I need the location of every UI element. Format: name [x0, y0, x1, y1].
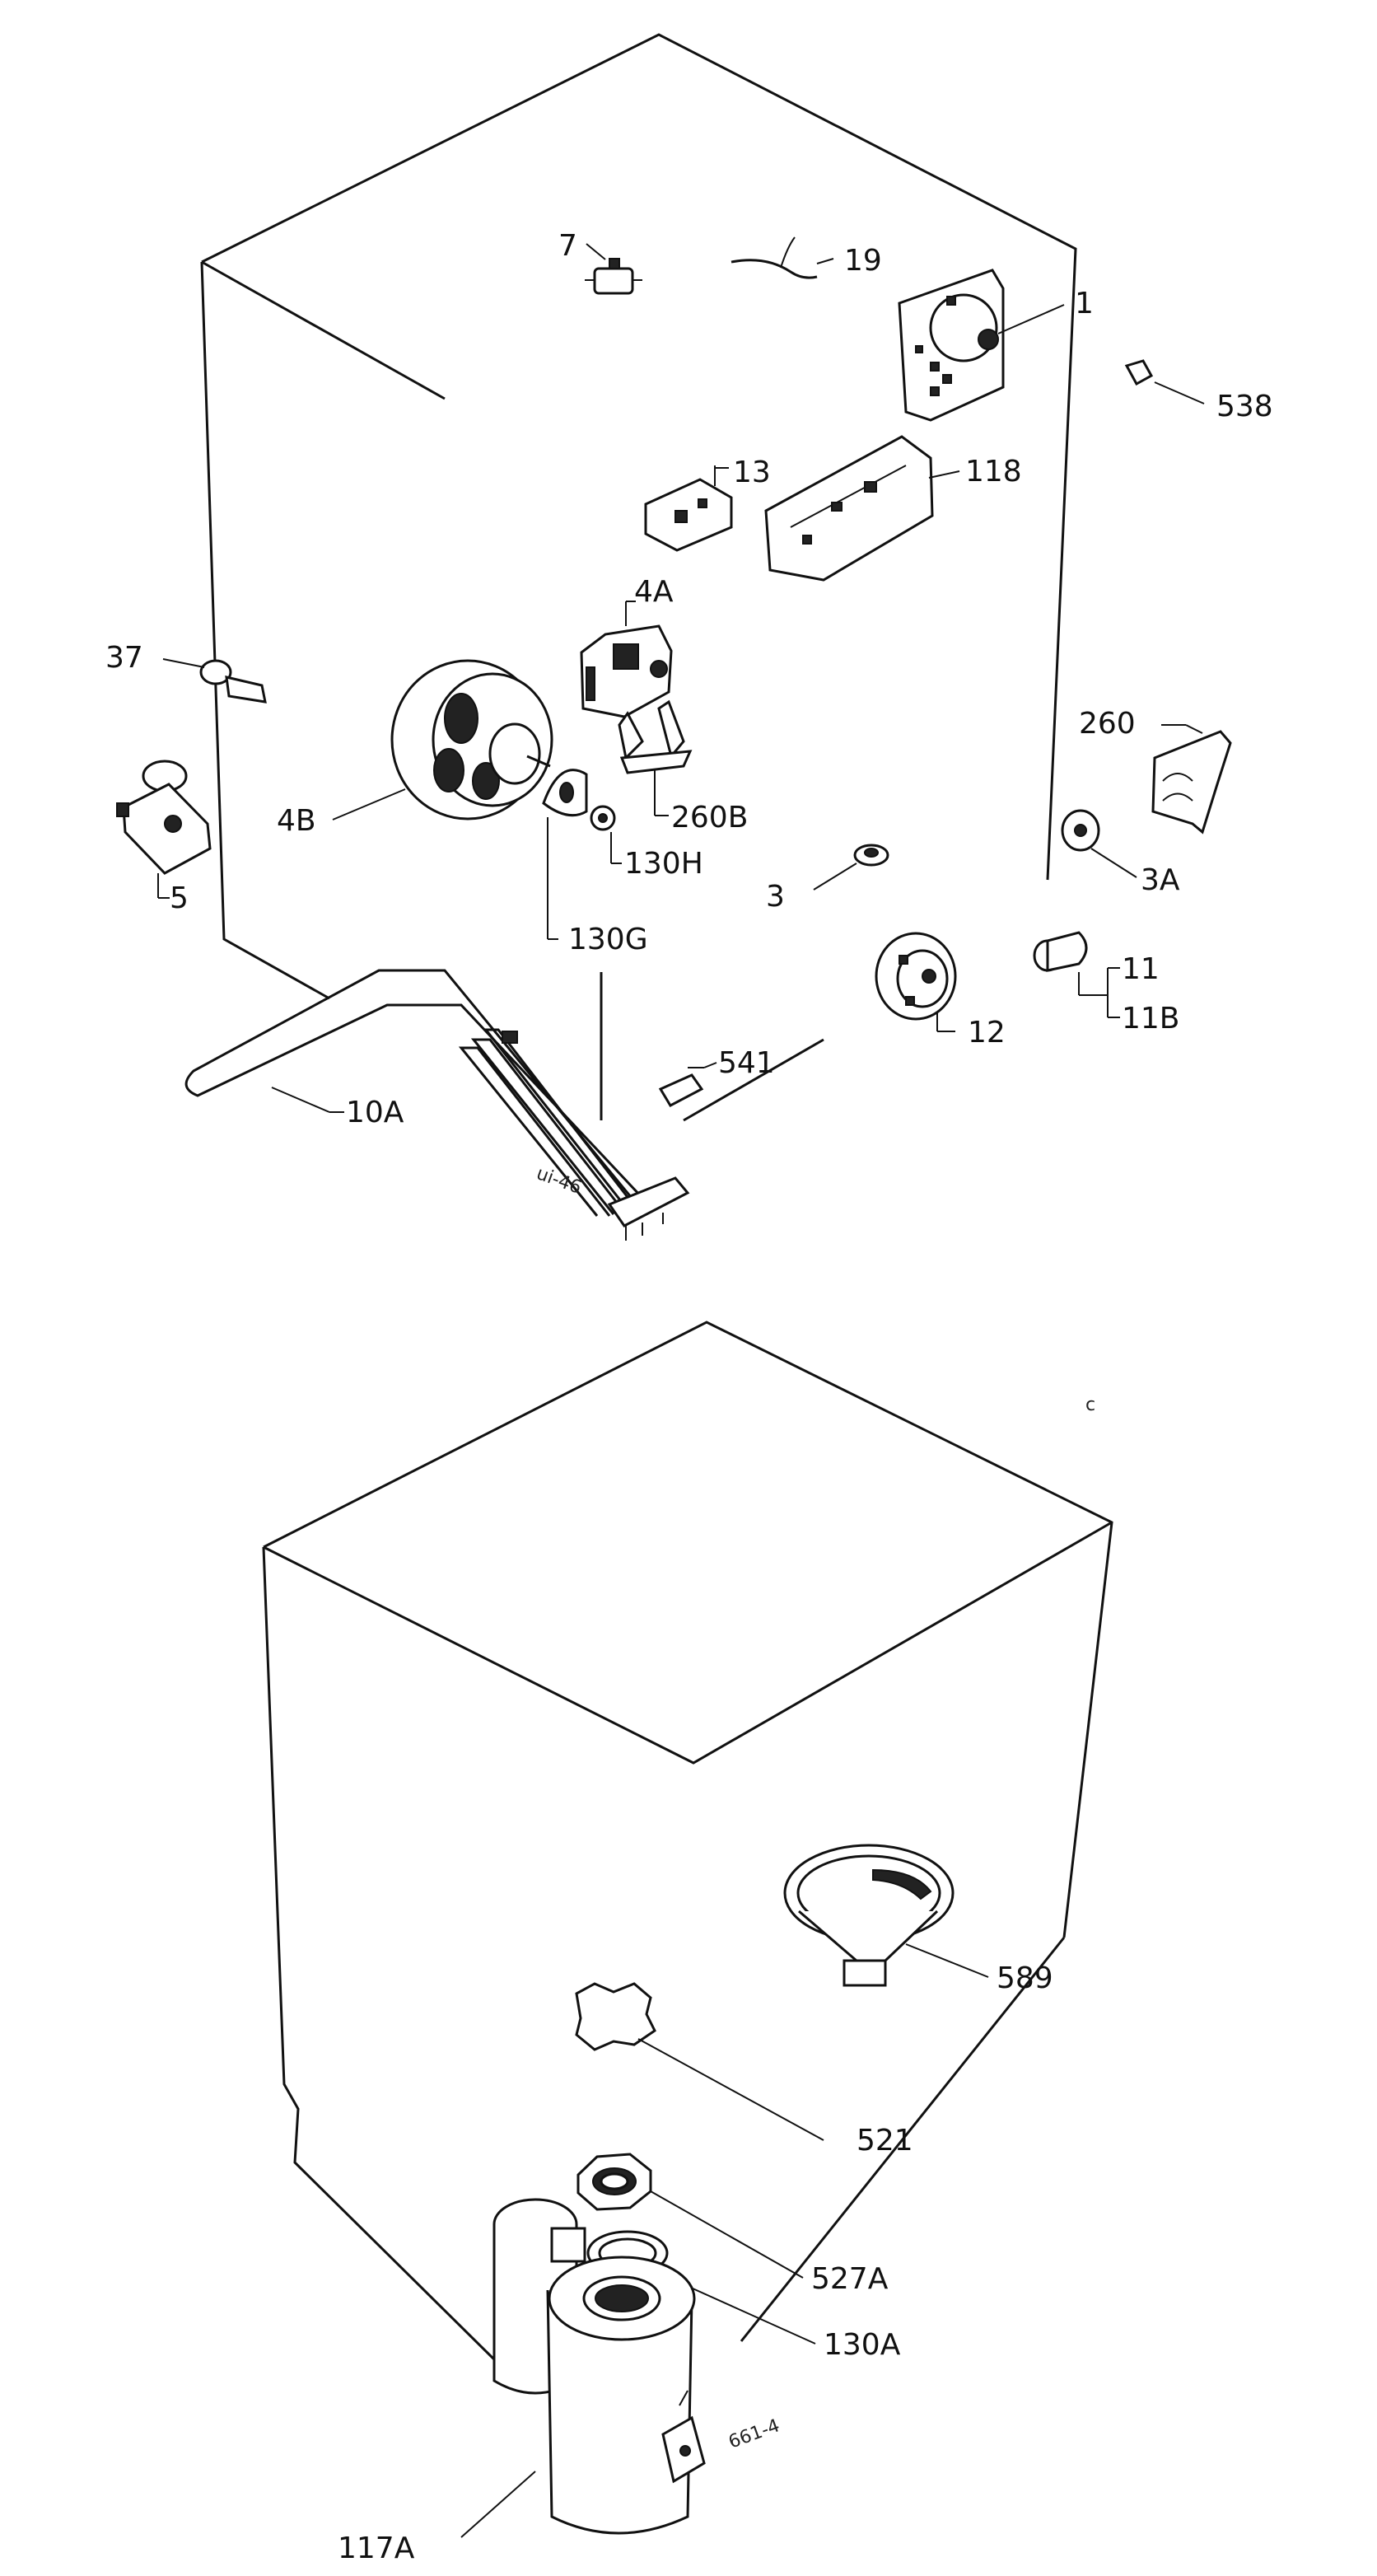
part-521-cap [575, 1982, 824, 2141]
part-11-capacitor [1033, 931, 1120, 1018]
part-527a-nut [576, 2153, 804, 2279]
part-260b-bracket [618, 699, 693, 816]
part-3-thermostat [813, 844, 889, 891]
label-19: 19 [844, 244, 882, 278]
stray-mark: c [1085, 1395, 1095, 1415]
label-541: 541 [718, 1046, 775, 1080]
lower-cabinet-outline [262, 1321, 1113, 2364]
part-7-switch [585, 243, 642, 295]
label-3a: 3A [1141, 863, 1180, 897]
label-527a: 527A [811, 2262, 889, 2296]
label-130g: 130G [568, 923, 648, 956]
label-4a: 4A [634, 575, 674, 609]
part-1-timer [898, 269, 1065, 422]
label-1: 1 [1075, 287, 1094, 320]
part-130h-bushing [590, 805, 622, 864]
part-5-valve [116, 760, 212, 899]
label-130h: 130H [624, 847, 703, 881]
label-5: 5 [170, 881, 189, 915]
part-260-bracket [1151, 724, 1232, 835]
label-521: 521 [857, 2124, 913, 2158]
part-12-pressure-switch [875, 932, 957, 1032]
part-13-relay [644, 465, 733, 552]
part-19-wire [731, 236, 834, 279]
label-130a: 130A [824, 2328, 901, 2362]
label-7: 7 [558, 229, 577, 263]
part-3a-thermostat [1061, 809, 1137, 878]
label-13: 13 [733, 456, 771, 489]
handwritten-note-lower: 661-4 [726, 2415, 783, 2452]
label-589: 589 [997, 1961, 1053, 1995]
part-4a-motor-bracket [580, 601, 673, 718]
part-589-funnel [783, 1844, 989, 1987]
label-260: 260 [1079, 707, 1136, 741]
part-130g-seal [542, 769, 588, 940]
label-37: 37 [105, 641, 143, 675]
label-10a: 10A [346, 1096, 404, 1129]
label-118: 118 [965, 455, 1022, 489]
part-541-clip [658, 1062, 717, 1107]
part-118-control-board [764, 435, 960, 582]
label-117a: 117A [338, 2532, 415, 2565]
label-538: 538 [1216, 390, 1273, 423]
part-37-sensor [162, 658, 267, 704]
part-10a-heating-element [184, 969, 690, 1241]
part-4b-motor [332, 659, 553, 820]
label-3: 3 [766, 880, 785, 914]
label-11b: 11B [1122, 1002, 1180, 1036]
label-11: 11 [1122, 952, 1160, 986]
label-260b: 260B [671, 801, 748, 835]
upper-cabinet-outline [200, 33, 1077, 1122]
label-12: 12 [968, 1016, 1006, 1050]
part-538-fitting [1124, 359, 1205, 404]
part-117a-pump [460, 2198, 706, 2538]
label-4b: 4B [277, 804, 316, 838]
